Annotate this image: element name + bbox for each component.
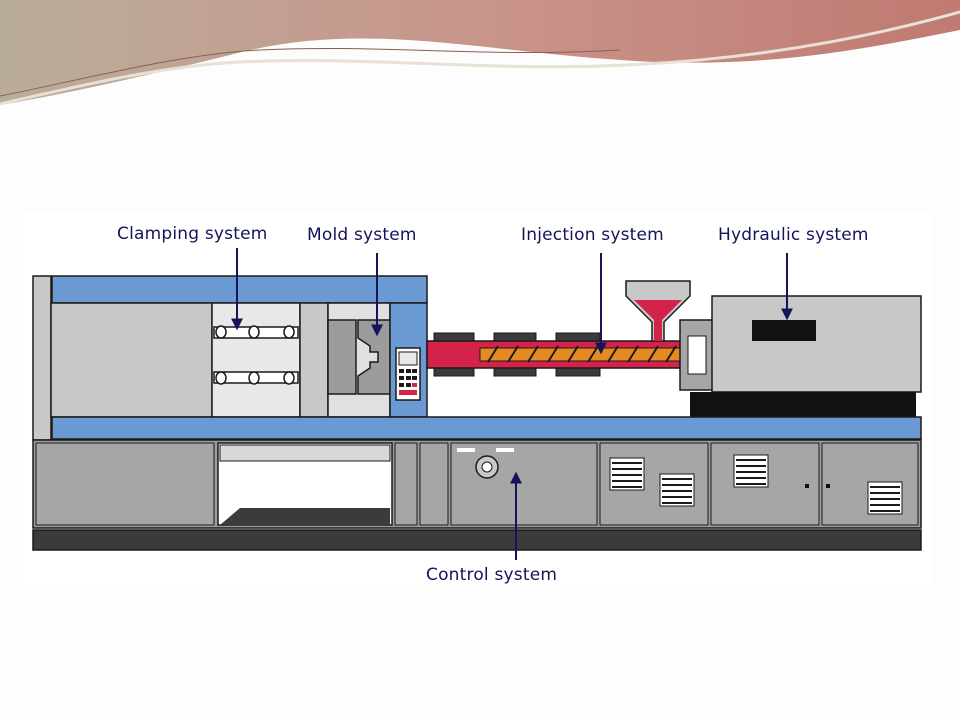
keypad-screen <box>398 351 418 366</box>
door-handle-1 <box>805 484 809 488</box>
label-control-system: Control system <box>426 565 557 585</box>
toggle-pins <box>215 325 295 385</box>
hydraulic-unit <box>711 295 922 393</box>
carriage-window <box>687 335 707 375</box>
floor-skid <box>32 529 922 551</box>
label-clamping-system: Clamping system <box>117 224 268 244</box>
label-hydraulic-system: Hydraulic system <box>718 225 869 245</box>
toggle-area <box>211 302 301 418</box>
cabinet-indicator-2 <box>496 448 514 452</box>
hopper-material <box>634 300 682 341</box>
base-column <box>394 442 418 526</box>
base-opening-tray <box>220 508 390 525</box>
hydraulic-nameplate <box>752 320 816 341</box>
cabinet-indicator-1 <box>457 448 475 452</box>
bed-rail <box>51 416 922 440</box>
hydraulic-base <box>690 392 916 417</box>
base-opening-mesh <box>219 444 391 462</box>
clamp-frame-top <box>51 275 428 304</box>
moving-platen <box>299 302 329 418</box>
end-plate <box>32 275 52 441</box>
mold-core-half <box>327 319 357 395</box>
control-dial-center <box>481 461 493 473</box>
base-column-2 <box>419 442 449 526</box>
vent-slats <box>612 459 900 512</box>
base-left-panel <box>35 442 215 526</box>
screw-flights <box>487 345 677 363</box>
control-cabinet <box>450 442 598 526</box>
label-injection-system: Injection system <box>521 225 664 245</box>
door-handle-2 <box>826 484 830 488</box>
header-swoosh <box>0 0 960 106</box>
keypad-keys <box>399 369 417 395</box>
label-mold-system: Mold system <box>307 225 417 245</box>
clamp-housing <box>50 302 213 418</box>
